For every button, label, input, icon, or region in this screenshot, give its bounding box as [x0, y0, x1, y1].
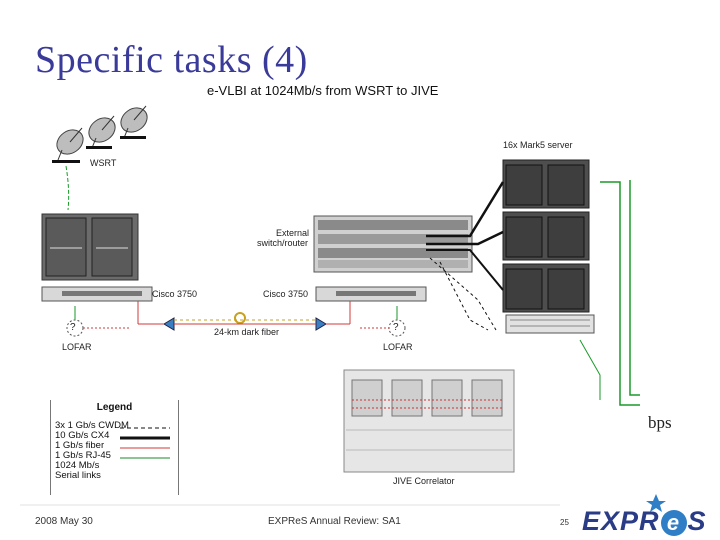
slide-title: Specific tasks (4) [35, 39, 308, 81]
unknown-node-right: ? [393, 322, 399, 333]
cisco-right-label: Cisco 3750 [263, 289, 309, 299]
legend-item: 3x 1 Gb/s CWDM [55, 420, 129, 431]
cisco-left-label: Cisco 3750 [152, 289, 198, 299]
footer-date: 2008 May 30 [35, 516, 93, 527]
legend: Legend 3x 1 Gb/s CWDM 10 Gb/s CX4 1 Gb/s… [50, 400, 179, 495]
satellite-dish-icon [52, 105, 148, 163]
external-switch-label-1: External [275, 228, 309, 238]
logo-text-left: EXPR [582, 506, 660, 536]
legend-swatches [120, 427, 170, 459]
page-number: 25 [560, 518, 569, 527]
diagram-subtitle: e-VLBI at 1024Mb/s from WSRT to JIVE [207, 83, 439, 98]
legend-item: 1 Gb/s RJ-45 [55, 450, 111, 461]
legend-item: 10 Gb/s CX4 [55, 430, 110, 441]
mark5-label: 16x Mark5 server [503, 140, 573, 150]
legend-title: Legend [96, 402, 133, 413]
lofar-right-label: LOFAR [383, 342, 413, 352]
legend-item: Serial links [55, 470, 101, 481]
wsrt-label: WSRT [90, 158, 117, 168]
logo-text-right: S [687, 506, 707, 536]
bandwidth-fragment: bps [648, 413, 672, 432]
legend-item: 1 Gb/s fiber [55, 440, 105, 451]
external-switch-label-2: switch/router [257, 238, 309, 248]
lofar-left-label: LOFAR [62, 342, 92, 352]
rack-icon [502, 159, 595, 334]
logo-e-circle: e [660, 509, 687, 536]
dark-fiber-label: 24-km dark fiber [214, 327, 280, 337]
legend-item: 1024 Mb/s [55, 460, 100, 471]
rack-icon [41, 213, 139, 281]
star-icon [646, 494, 666, 512]
switch-icon [41, 286, 427, 302]
fiber-connector-icon [163, 312, 327, 331]
footer-center: EXPReS Annual Review: SA1 [268, 516, 401, 527]
unknown-node-left: ? [70, 322, 76, 333]
correlator-label: JIVE Correlator [393, 476, 455, 486]
rack-icon [343, 369, 515, 473]
